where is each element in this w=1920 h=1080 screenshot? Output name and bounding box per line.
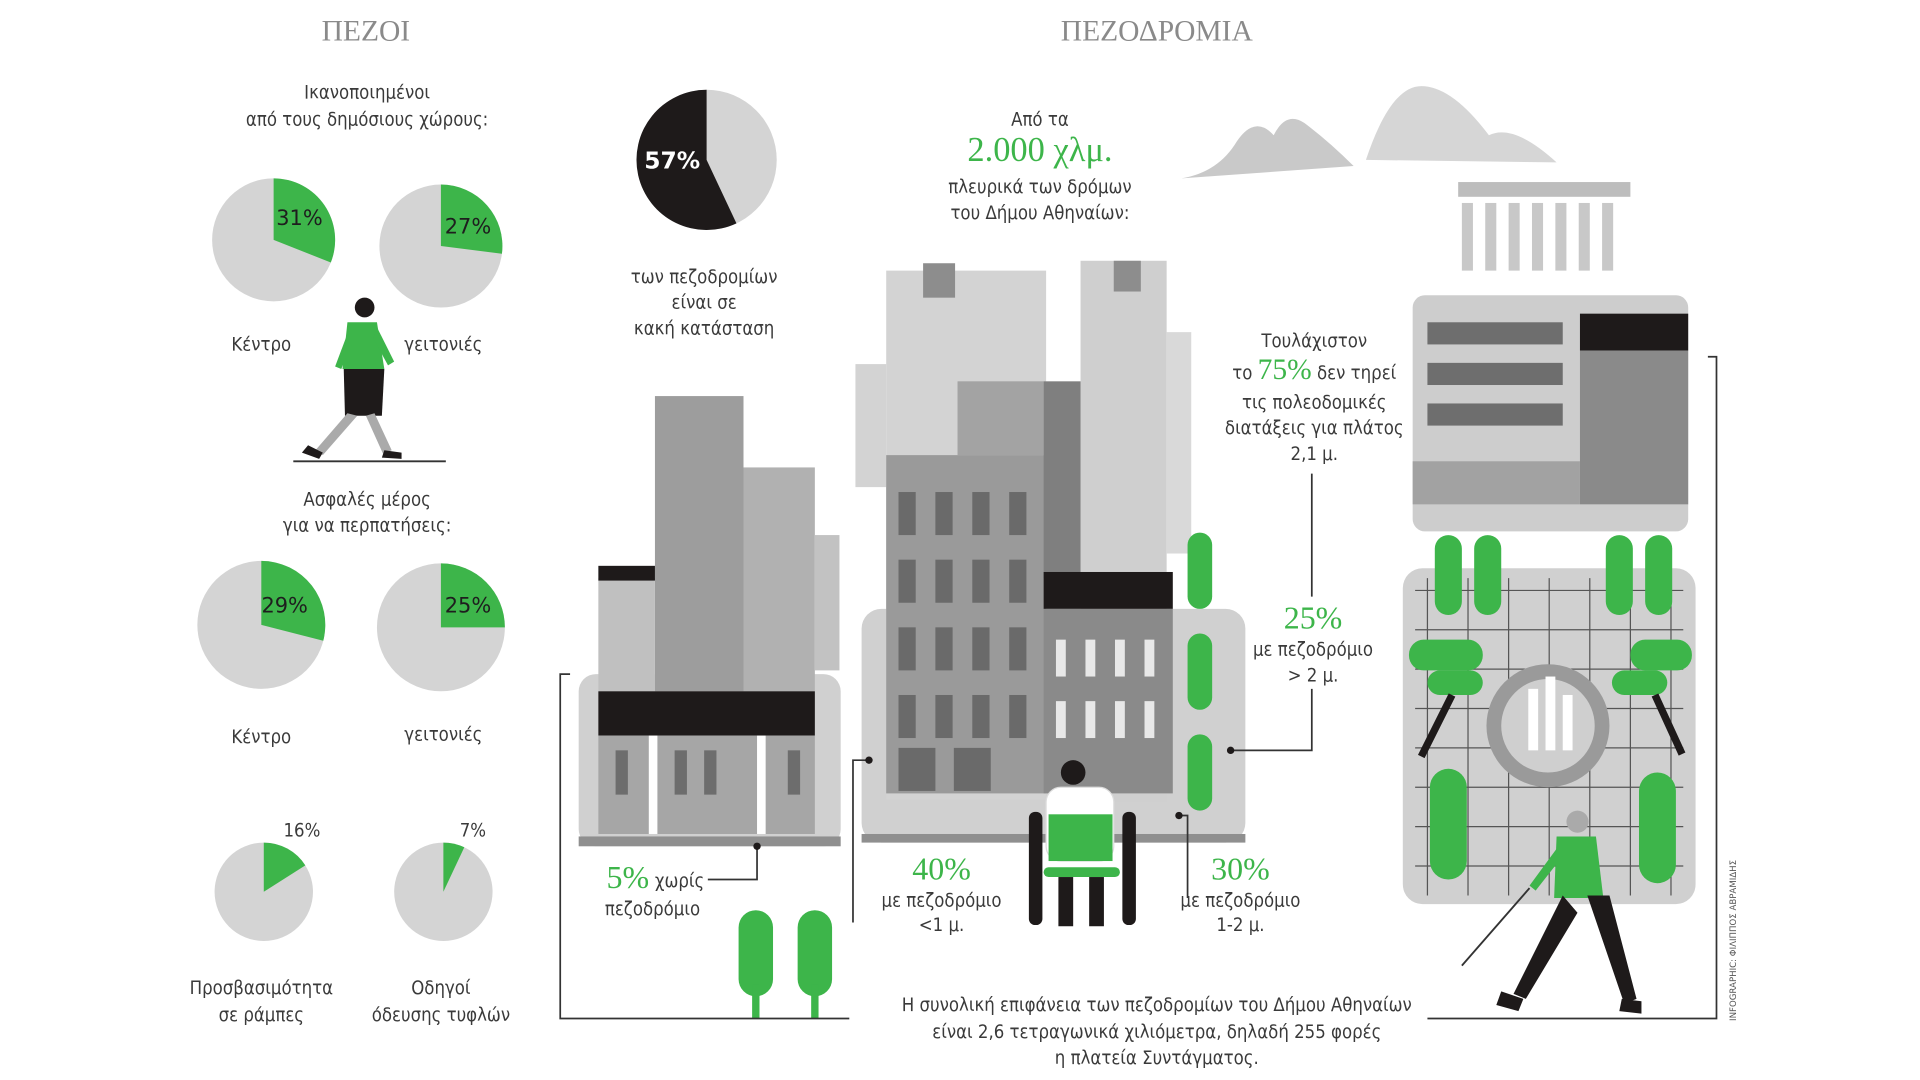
tree-icons [738, 532, 1213, 1019]
width-rule-text-1: Τουλάχιστον [1260, 331, 1367, 352]
ramps-label-2: σε ράμπες [219, 1005, 304, 1026]
total-text-2: είναι 2,6 τετραγωνικά χιλιόμετρα, δηλαδή… [932, 1022, 1381, 1043]
safe-neighborhoods-label: γειτονιές [404, 725, 482, 746]
pie-slice [636, 89, 737, 231]
safe-heading-1: Ασφαλές μέρος [303, 490, 430, 511]
satisfied-heading-1: Ικανοποιημένοι [304, 82, 430, 103]
bad-condition-text-3: κακή κατάσταση [634, 319, 774, 340]
gt2-value: 25% [1284, 601, 1343, 636]
walking-man-with-cane-icon [1461, 810, 1642, 1014]
pie-ramps [214, 842, 313, 942]
acropolis-building-illustration [1412, 182, 1689, 532]
bad-condition-text-1: των πεζοδρομίων [631, 267, 778, 288]
width-rule-highlight: 75% [1258, 354, 1312, 386]
none-value: 5% [607, 860, 650, 895]
safe-center-label: Κέντρο [231, 727, 291, 748]
width-rule-text-3: τις πολεοδομικές [1242, 392, 1387, 413]
credit: INFOGRAPHIC: ΦΙΛΙΠΠΟΣ ΑΒΡΑΜΙΔΗΣ [1729, 860, 1739, 1021]
clouds-icon [1181, 86, 1557, 179]
ramps-label-1: Προσβασιμότητα [190, 978, 334, 999]
pie-tactile [394, 842, 493, 942]
width-rule-text-5: 2,1 μ. [1291, 444, 1338, 465]
width-rule-text-4: διατάξεις για πλάτος [1225, 418, 1404, 439]
none-text-1: χωρίς [655, 871, 704, 892]
pie-satisfied-center [212, 178, 336, 302]
pie-label-bad-condition: 57% [644, 147, 700, 175]
gt2-text-2: > 2 μ. [1288, 665, 1339, 686]
pie-label-safe-neighborhoods: 25% [445, 594, 491, 618]
pie-slice [440, 184, 503, 254]
pie-label-tactile: 7% [460, 820, 486, 841]
pie-slice [440, 563, 505, 628]
total-text-3: η πλατεία Συντάγματος. [1055, 1048, 1259, 1069]
pie-bad-condition [636, 89, 777, 231]
pedestrians-title: ΠΕΖΟΙ [322, 16, 411, 48]
wheelchair-user-icon [1028, 760, 1136, 927]
lt1-text-1: με πεζοδρόμιο [882, 891, 1002, 912]
pie-slice [443, 842, 465, 892]
intro-text-4: του Δήμου Αθηναίων: [950, 203, 1129, 224]
pie-satisfied-neighborhoods [379, 184, 503, 308]
tactile-label-2: όδευσης τυφλών [372, 1005, 510, 1026]
pie-slice [261, 560, 326, 641]
satisfied-heading-2: από τους δημόσιους χώρους: [246, 109, 488, 130]
width-rule-pre: το [1232, 363, 1252, 384]
lt1-value: 40% [912, 851, 971, 886]
intro-text-1: Από τα [1011, 109, 1069, 130]
b12-text-1: με πεζοδρόμιο [1180, 891, 1300, 912]
pie-label-ramps: 16% [283, 820, 320, 841]
intro-highlight: 2.000 χλμ. [967, 131, 1112, 169]
walking-woman-icon [293, 297, 446, 463]
square-illustration [1402, 535, 1696, 905]
satisfied-center-label: Κέντρο [231, 335, 291, 356]
gt2-text-1: με πεζοδρόμιο [1253, 640, 1373, 661]
pie-label-satisfied-center: 31% [276, 206, 322, 230]
pie-slice [273, 178, 336, 263]
width-rule-text-2: το 75% δεν τηρεί [1232, 354, 1396, 386]
b12-value: 30% [1211, 851, 1270, 886]
width-rule-post: δεν τηρεί [1317, 363, 1397, 384]
safe-heading-2: για να περπατήσεις: [283, 515, 451, 536]
pie-safe-neighborhoods [376, 563, 505, 692]
pie-label-safe-center: 29% [261, 594, 307, 618]
bad-condition-text-2: είναι σε [672, 293, 737, 314]
intro-text-3: πλευρικά των δρόμων [948, 177, 1131, 198]
b12-text-2: 1-2 μ. [1216, 915, 1264, 936]
connector-lines [559, 355, 1718, 1020]
none-text-2: πεζοδρόμιο [605, 899, 700, 920]
left-buildings-illustration [578, 396, 841, 847]
pie-label-satisfied-neighborhoods: 27% [445, 215, 491, 239]
middle-buildings-illustration [855, 260, 1246, 843]
sidewalks-title: ΠΕΖΟΔΡΟΜΙΑ [1061, 16, 1254, 48]
pie-safe-center [197, 560, 326, 689]
pie-slice [263, 842, 306, 892]
total-text-1: Η συνολική επιφάνεια των πεζοδρομίων του… [902, 995, 1412, 1016]
tactile-label-1: Οδηγοί [411, 978, 471, 999]
satisfied-neighborhoods-label: γειτονιές [404, 335, 482, 356]
lt1-text-2: <1 μ. [919, 915, 965, 936]
